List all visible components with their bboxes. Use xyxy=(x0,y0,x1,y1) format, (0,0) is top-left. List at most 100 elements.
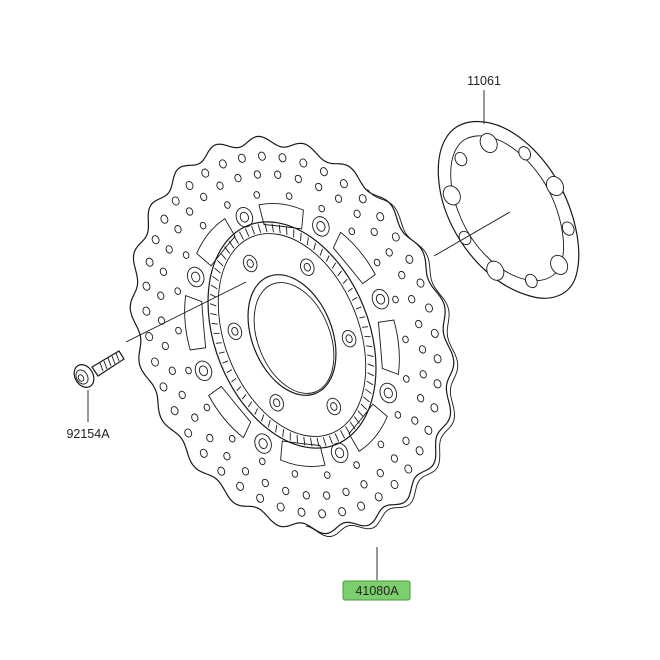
tone-ring-tick xyxy=(222,360,229,364)
drilled-hole xyxy=(433,379,442,389)
drilled-hole xyxy=(256,493,265,503)
drilled-hole xyxy=(405,254,414,264)
drilled-hole xyxy=(404,464,413,474)
hub-center-bore xyxy=(247,274,337,396)
bobbin-rivet xyxy=(371,289,390,310)
drilled-hole xyxy=(353,461,360,469)
drilled-hole xyxy=(390,479,399,490)
tone-ring-tick xyxy=(310,437,313,447)
tone-ring-tick xyxy=(359,316,366,319)
drilled-hole xyxy=(398,270,406,280)
drilled-hole xyxy=(357,501,366,511)
drilled-hole xyxy=(151,357,159,367)
bobbin-rivet-center xyxy=(198,365,209,377)
drilled-hole xyxy=(259,457,266,466)
drilled-hole xyxy=(237,153,246,163)
drilled-hole xyxy=(419,370,427,379)
disc-thickness-edge xyxy=(305,189,459,537)
tone-ring-tick xyxy=(233,235,239,244)
drilled-hole xyxy=(370,227,378,237)
drilled-hole xyxy=(291,470,299,478)
gasket-hole xyxy=(561,221,575,236)
tone-ring-tick xyxy=(303,436,306,446)
tone-ring-tick xyxy=(236,386,242,392)
tone-ring-tick xyxy=(210,284,218,290)
mounting-bolt[interactable] xyxy=(70,350,125,391)
drilled-hole xyxy=(285,192,293,200)
gasket-hole xyxy=(518,146,532,161)
cutout-slot xyxy=(208,385,252,439)
gasket-hole xyxy=(486,260,505,281)
bobbin-rivet xyxy=(194,360,213,381)
gasket-bolt-holes xyxy=(442,133,575,289)
drilled-hole xyxy=(360,480,368,489)
tone-ring-tick xyxy=(322,437,327,446)
carrier-tone-ring-inner xyxy=(217,233,367,437)
gasket-plate[interactable] xyxy=(437,120,580,299)
drilled-hole xyxy=(353,209,361,218)
drilled-hole xyxy=(178,390,186,400)
drilled-hole xyxy=(299,158,308,168)
tone-ring-tick xyxy=(264,223,268,233)
tone-ring-tick xyxy=(340,430,346,439)
bolt-head-recess xyxy=(75,369,89,385)
mount-hole-inner xyxy=(231,326,239,336)
bolt-thread-lines xyxy=(99,352,120,372)
drilled-hole xyxy=(160,214,169,224)
drilled-hole xyxy=(418,345,427,354)
tone-ring-tick xyxy=(228,240,235,249)
tone-ring-tick xyxy=(360,403,368,411)
drilled-hole xyxy=(385,248,393,257)
tone-ring-tick xyxy=(334,433,340,442)
carrier-outer-ring xyxy=(207,221,377,449)
drilled-hole xyxy=(376,212,385,222)
bolt-head xyxy=(73,364,95,388)
drilled-hole xyxy=(425,303,433,313)
drilled-hole xyxy=(185,207,194,216)
bobbin-rivet xyxy=(379,382,398,404)
drilled-hole xyxy=(157,291,165,300)
tone-ring-tick xyxy=(357,410,364,418)
mount-hole xyxy=(326,397,342,416)
drilled-hole xyxy=(175,326,182,335)
drilled-hole xyxy=(319,167,328,177)
gasket-outer-outline xyxy=(437,120,580,299)
brake-disc[interactable] xyxy=(129,135,459,537)
mount-hole-inner xyxy=(330,402,338,411)
drilled-hole xyxy=(217,466,226,476)
tone-ring-tick xyxy=(351,297,358,301)
bobbin-rivet xyxy=(312,216,330,237)
tone-ring-tick xyxy=(238,231,244,240)
bobbin-rivet xyxy=(186,266,205,288)
mount-hole xyxy=(269,394,284,412)
tone-ring-tick xyxy=(282,429,284,437)
cutout-slot xyxy=(332,231,376,285)
bolt-head-socket xyxy=(77,374,85,382)
drilled-hole xyxy=(315,182,323,192)
mount-hole xyxy=(300,258,315,276)
cutout-slot xyxy=(377,319,400,376)
drilled-hole xyxy=(318,509,327,519)
drilled-hole xyxy=(416,278,425,288)
drilled-hole xyxy=(323,471,331,479)
drilled-hole xyxy=(274,170,282,179)
drilled-hole xyxy=(165,245,173,254)
drilled-hole xyxy=(415,319,423,329)
disc-drilled-holes xyxy=(142,151,442,519)
part-number-disc[interactable]: 41080A xyxy=(355,584,399,598)
disc-mounting-holes xyxy=(227,254,357,416)
tone-ring-tick xyxy=(313,242,317,251)
drilled-hole xyxy=(433,354,442,364)
drilled-hole xyxy=(276,502,285,512)
tone-ring-tick xyxy=(241,394,247,400)
tone-ring-tick xyxy=(345,426,351,435)
gasket-inner-outline xyxy=(450,135,564,282)
drilled-hole xyxy=(145,332,154,342)
tone-ring-tick xyxy=(278,224,281,234)
mount-hole-inner xyxy=(345,334,353,344)
gasket-hole xyxy=(524,273,538,289)
drilled-hole xyxy=(374,492,383,502)
drilled-hole xyxy=(391,232,400,242)
tone-ring-tick xyxy=(257,224,262,233)
